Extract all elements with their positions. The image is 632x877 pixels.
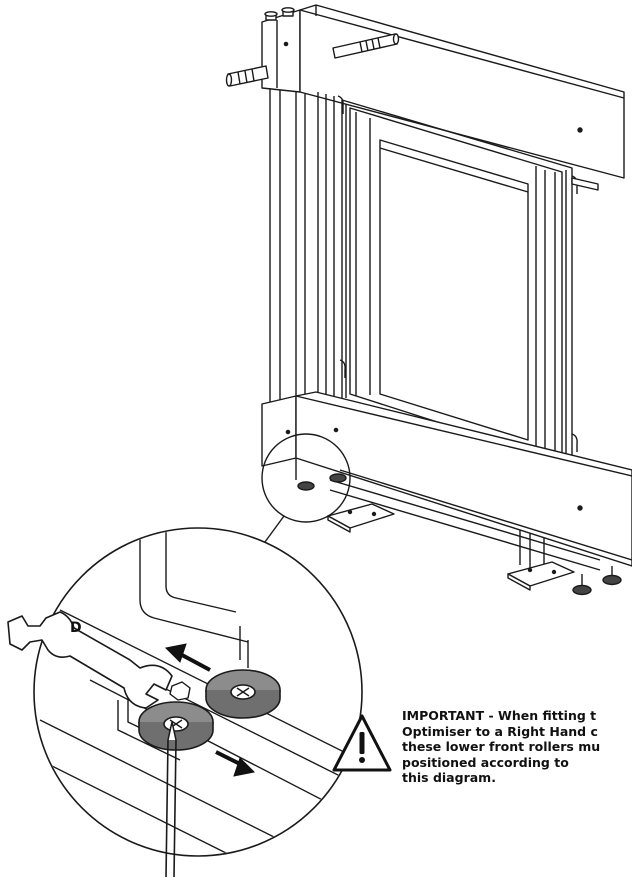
roller-icon [138, 701, 214, 751]
left-post [269, 88, 335, 410]
spanner-icon [7, 611, 173, 709]
note-line-2: Optimiser to a Right Hand c [402, 723, 598, 739]
note-line-1: IMPORTANT - When fitting t [402, 708, 597, 723]
callout-leader-line [261, 515, 285, 547]
roller-icon [205, 669, 281, 719]
double-arrow-icon [164, 643, 211, 672]
important-note: IMPORTANT - When fitting t Optimiser to … [402, 708, 632, 786]
base-channel [329, 479, 601, 572]
note-line-3: these lower front rollers mu [402, 739, 601, 754]
bottom-rail [261, 391, 632, 567]
threaded-rod-right [332, 33, 400, 59]
top-rail [261, 4, 625, 179]
foot-plate-left [327, 503, 395, 533]
note-line-4: positioned according to [402, 754, 569, 770]
detail-callout-circle [261, 433, 351, 523]
foot-plate-right [507, 561, 575, 591]
rollers-small [297, 473, 622, 596]
note-line-5: this diagram. [402, 770, 496, 785]
part-label-d: D [70, 620, 82, 636]
warning-icon [332, 714, 392, 772]
screwdriver-icon [165, 721, 177, 877]
arrow-icon [215, 750, 256, 777]
detail-callout-ring [33, 527, 363, 857]
threaded-rod-left [225, 65, 269, 87]
